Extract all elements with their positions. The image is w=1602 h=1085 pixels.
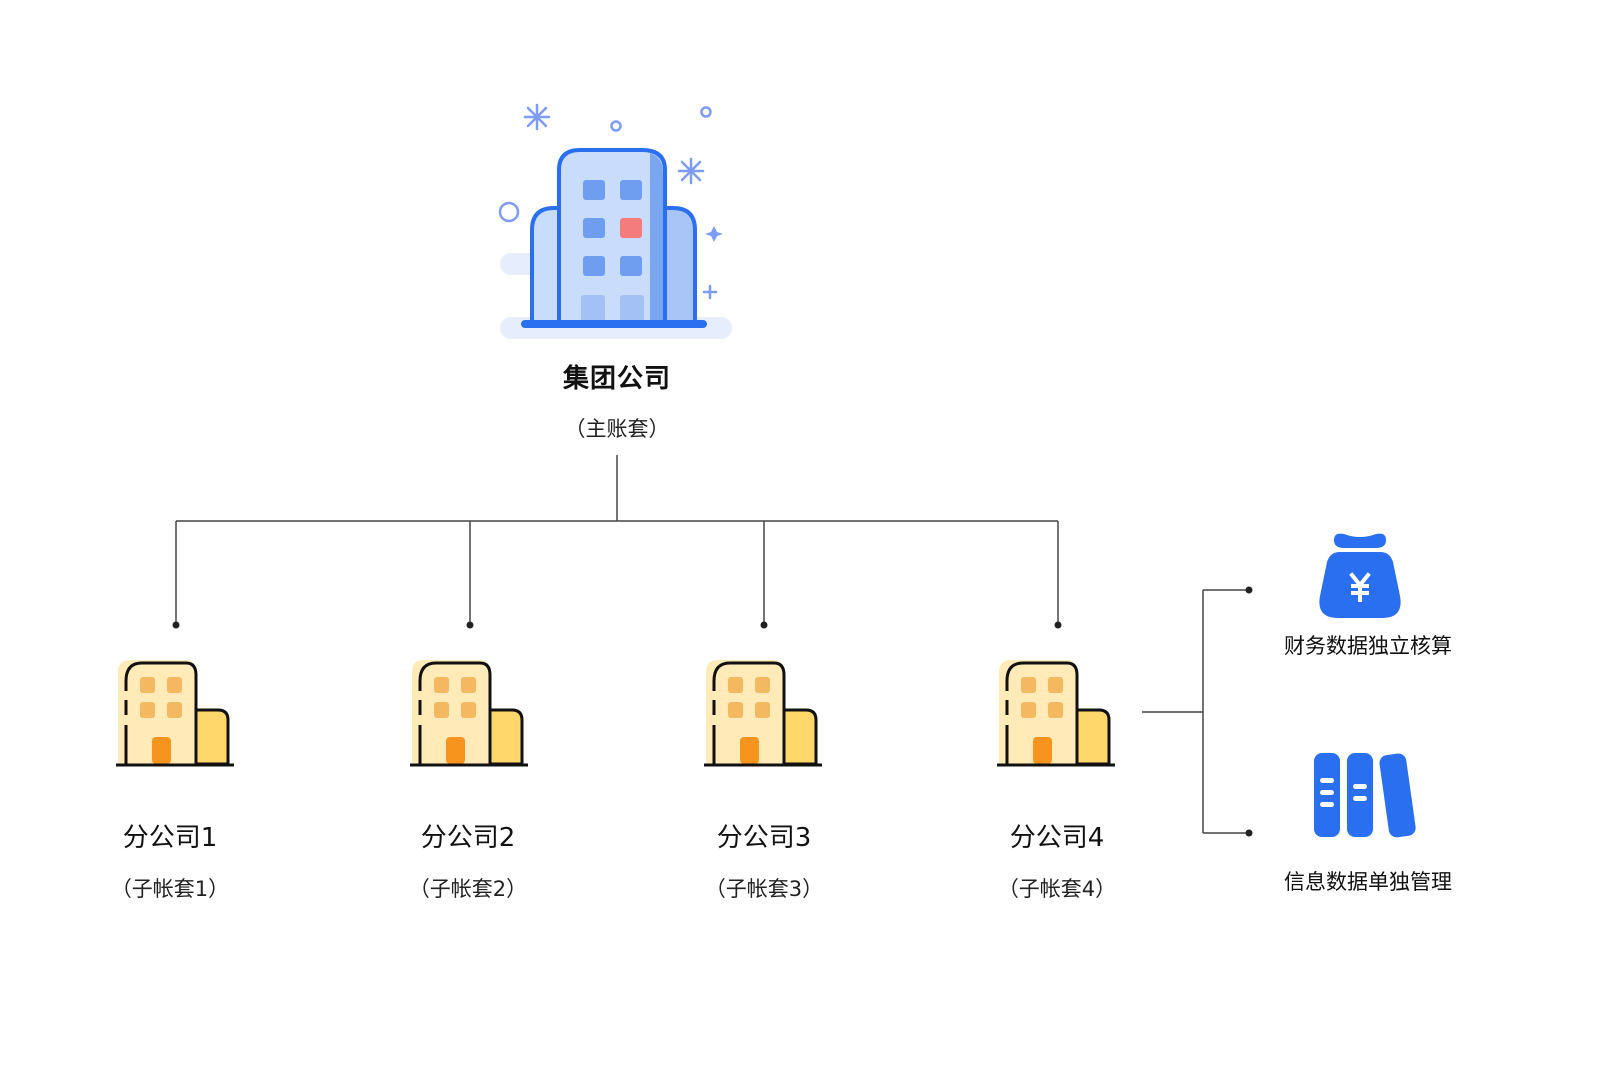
feature-2-label: 信息数据单独管理 [1284, 870, 1452, 894]
branch-1-subtitle: （子帐套1） [110, 877, 230, 901]
feature-2-dot [1245, 829, 1253, 837]
branch-3-title: 分公司3 [716, 823, 812, 853]
branch-4-title: 分公司4 [1009, 823, 1105, 853]
branch-4-dot [1054, 621, 1062, 629]
branch-3-subtitle: （子帐套3） [704, 877, 824, 901]
branch-1-dot [172, 621, 180, 629]
branch-building-icon [410, 660, 528, 767]
branch-building-icon [704, 660, 822, 767]
branch-2-dot [466, 621, 474, 629]
branch-building-icon [997, 660, 1115, 767]
branch-2-title: 分公司2 [420, 823, 516, 853]
branch-building-icon [116, 660, 234, 767]
money-bag-yen-icon [1319, 533, 1401, 618]
office-building-icon [498, 103, 732, 339]
root-subtitle: （主账套） [564, 417, 670, 441]
books-icon [1314, 753, 1416, 838]
root-title: 集团公司 [562, 364, 671, 394]
branch-2-subtitle: （子帐套2） [408, 877, 528, 901]
branch-3-dot [760, 621, 768, 629]
feature-1-label: 财务数据独立核算 [1284, 634, 1452, 658]
branch-4-subtitle: （子帐套4） [997, 877, 1117, 901]
feature-1-dot [1245, 586, 1253, 594]
branch-1-title: 分公司1 [122, 823, 218, 853]
